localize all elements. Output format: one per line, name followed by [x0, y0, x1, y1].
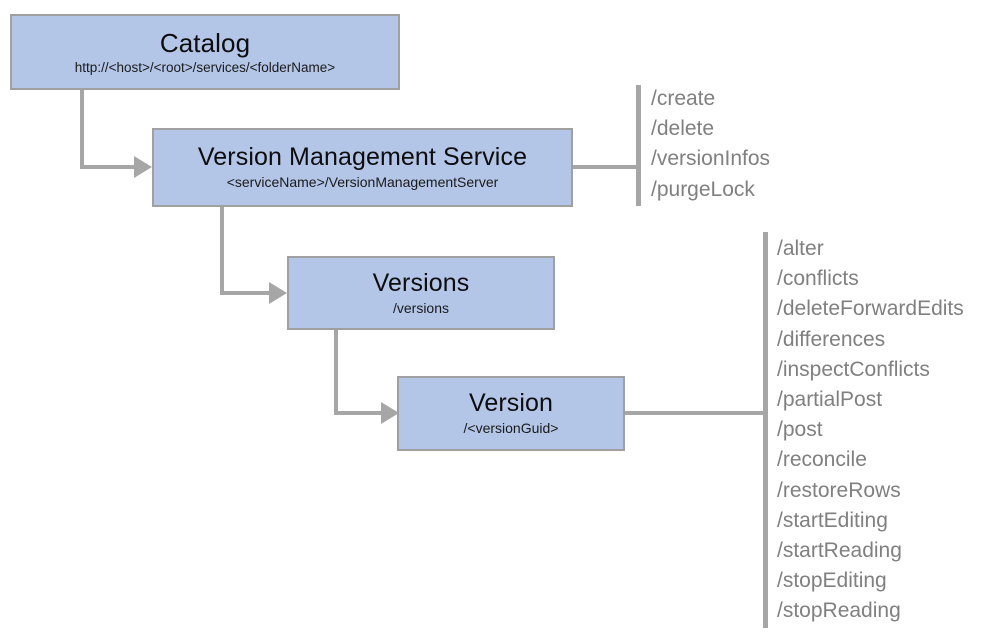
- connector-service-to-operations-line: [572, 165, 640, 169]
- operation-item: /alter: [777, 237, 824, 260]
- connector-catalog-to-service-arrowhead: [134, 156, 152, 178]
- connector-versions-to-version-vertical: [334, 329, 338, 415]
- node-catalog[interactable]: Catalog http://<host>/<root>/services/<f…: [10, 14, 400, 90]
- connector-versions-to-version-arrowhead: [381, 402, 399, 424]
- node-versions-title: Versions: [372, 268, 470, 297]
- operation-item: /deleteForwardEdits: [777, 297, 964, 321]
- connector-service-to-versions-horizontal: [220, 291, 273, 295]
- node-version-path: /<versionGuid>: [463, 420, 559, 437]
- operation-item: /delete: [651, 117, 715, 141]
- connector-version-to-operations-line: [624, 411, 766, 415]
- operation-item: /restoreRows: [777, 478, 901, 502]
- node-version-management-service-title: Version Management Service: [197, 143, 528, 172]
- connector-versions-to-version-horizontal: [334, 411, 385, 415]
- operation-item: /inspectConflicts: [777, 357, 930, 381]
- operation-item: /stopEditing: [777, 569, 887, 593]
- operation-item: /differences: [777, 327, 886, 351]
- operation-item: /versionInfos: [651, 147, 771, 171]
- node-catalog-path: http://<host>/<root>/services/<folderNam…: [74, 59, 336, 75]
- operation-item: /startEditing: [777, 508, 888, 532]
- operation-item: /create: [651, 87, 716, 110]
- operation-item: /partialPost: [777, 388, 883, 412]
- node-version[interactable]: Version /<versionGuid>: [397, 376, 625, 451]
- node-version-title: Version: [468, 389, 554, 418]
- node-catalog-title: Catalog: [159, 27, 251, 58]
- version-operations-bracket: [763, 232, 768, 628]
- node-versions-path: /versions: [392, 299, 450, 316]
- operation-item: /reconcile: [777, 448, 867, 472]
- operation-item: /purgeLock: [651, 177, 755, 201]
- connector-service-to-versions-vertical: [220, 206, 224, 293]
- connector-catalog-to-service-horizontal: [80, 165, 138, 169]
- operation-item: /conflicts: [777, 267, 859, 291]
- connector-service-to-versions-arrowhead: [269, 282, 287, 304]
- operation-item: /startReading: [777, 539, 902, 563]
- node-version-management-service-path: <serviceName>/VersionManagementServer: [226, 174, 499, 191]
- connector-catalog-to-service-vertical: [80, 89, 84, 167]
- service-operations-list: /create/delete/versionInfos/purgeLock: [651, 84, 770, 205]
- version-operations-list: /alter/conflicts/deleteForwardEdits/diff…: [777, 234, 964, 627]
- service-operations-bracket: [636, 85, 641, 206]
- operation-item: /post: [777, 418, 823, 442]
- node-versions[interactable]: Versions /versions: [287, 256, 555, 330]
- operation-item: /stopReading: [777, 599, 901, 623]
- node-version-management-service[interactable]: Version Management Service <serviceName>…: [152, 128, 573, 207]
